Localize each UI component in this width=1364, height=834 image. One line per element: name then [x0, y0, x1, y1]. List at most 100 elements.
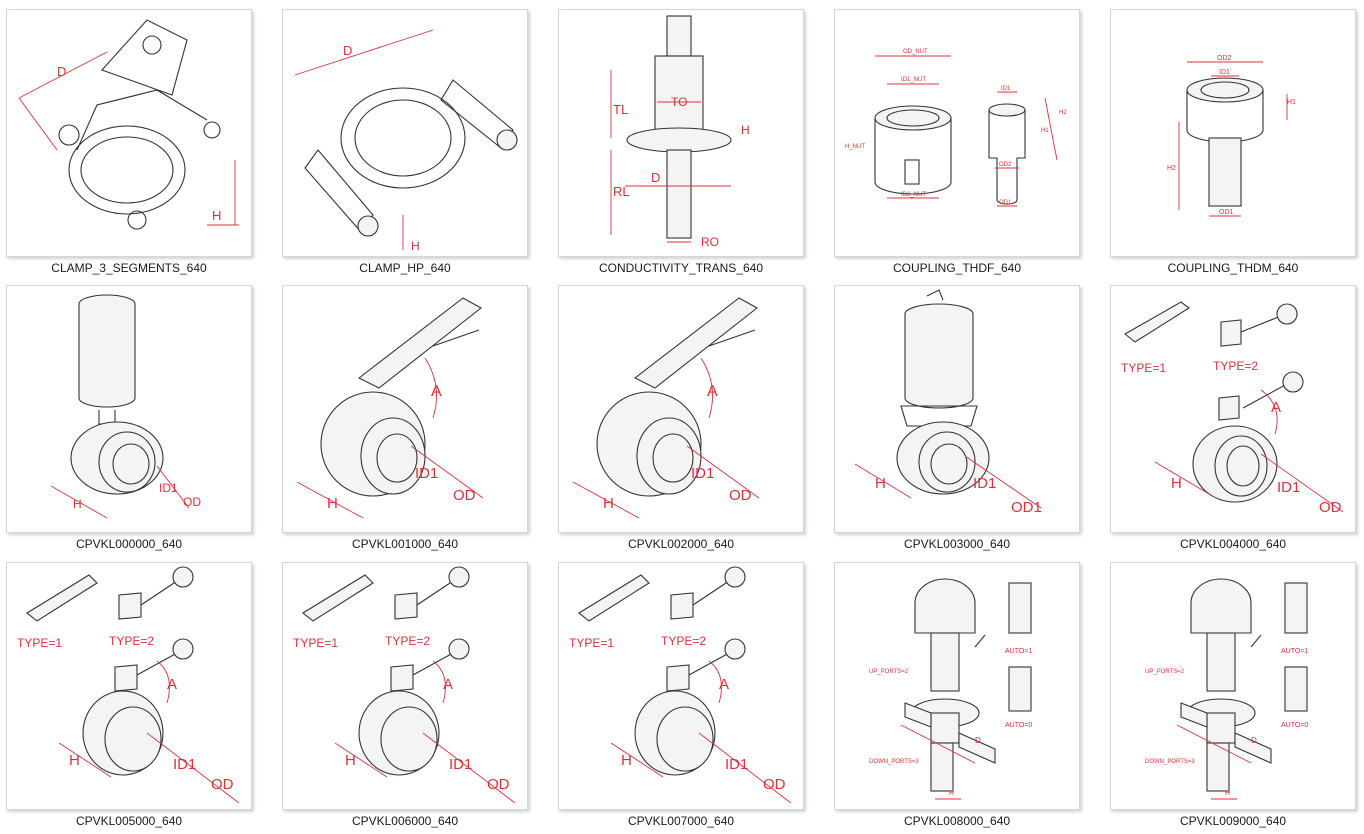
- chart-label: TYPE=2: [661, 634, 706, 648]
- chart-label: AUTO=1: [1281, 648, 1308, 655]
- chart-label: A: [167, 676, 177, 693]
- thumbnail-image[interactable]: A H ID1 OD: [558, 285, 804, 533]
- chart-label: D: [1251, 736, 1257, 745]
- coupling-thdf-drawing: [874, 55, 1058, 207]
- chart-label: TO: [671, 95, 687, 109]
- chart-label: A: [1271, 399, 1281, 416]
- chart-label: OD: [487, 776, 510, 793]
- file-name: CONDUCTIVITY_TRANS_640: [598, 261, 764, 275]
- file-tile[interactable]: TO TL H D RL RO CONDUCTIVITY_TRANS_640: [554, 3, 830, 279]
- file-name: COUPLING_THDF_640: [892, 261, 1022, 275]
- file-tile[interactable]: D H CLAMP_HP_640: [278, 3, 554, 279]
- file-tile[interactable]: H ID1 OD1 CPVKL003000_640: [830, 279, 1106, 555]
- chart-label: AUTO=1: [1005, 648, 1032, 655]
- file-name: CPVKL007000_640: [627, 814, 735, 828]
- chart-label: H: [345, 752, 356, 769]
- chart-label: AUTO=0: [1005, 722, 1032, 729]
- thumbnail-image[interactable]: TYPE=1 TYPE=2 A H ID1 OD: [1110, 285, 1356, 533]
- thumbnail-image[interactable]: H ID1 OD1: [834, 285, 1080, 533]
- file-tile[interactable]: TYPE=1 TYPE=2 A H ID1 OD CPVKL005000_640: [2, 556, 278, 832]
- chart-label: H: [603, 495, 614, 512]
- chart-label: H: [212, 208, 221, 223]
- valve-options-drawing: [302, 566, 516, 804]
- chart-label: ID1: [1001, 86, 1011, 92]
- file-tile[interactable]: TYPE=1 TYPE=2 A H ID1 OD CPVKL006000_640: [278, 556, 554, 832]
- chart-label: H_NUT: [845, 144, 865, 150]
- chart-label: UP_PORTS=2: [1145, 669, 1185, 675]
- file-tile[interactable]: A H ID1 OD CPVKL002000_640: [554, 279, 830, 555]
- chart-label: DOWN_PORTS=3: [869, 759, 919, 765]
- file-tile[interactable]: OD_NUT ID1_NUT H_NUT ID2_NUT ID1 H2 H1 O…: [830, 3, 1106, 279]
- thumbnail-image[interactable]: TYPE=1 TYPE=2 A H ID1 OD: [6, 562, 252, 810]
- valve-options-drawing: [1124, 301, 1344, 513]
- chart-label: OD: [183, 495, 201, 509]
- mixproof-valve-drawing: [1176, 578, 1308, 800]
- clamp-drawing: [18, 19, 239, 230]
- chart-label: D: [57, 64, 66, 79]
- chart-label: H: [1171, 475, 1182, 492]
- chart-label: OD: [729, 487, 752, 504]
- file-name: CLAMP_3_SEGMENTS_640: [51, 261, 207, 275]
- file-tile[interactable]: D H CLAMP_3_SEGMENTS_640: [2, 3, 278, 279]
- chart-label: ID1: [173, 756, 196, 773]
- chart-label: TL: [613, 102, 628, 117]
- chart-label: OD1: [999, 200, 1012, 206]
- thumbnail-image[interactable]: TYPE=1 TYPE=2 A H ID1 OD: [558, 562, 804, 810]
- file-tile[interactable]: AUTO=1 UP_PORTS=2 AUTO=0 D DOWN_PORTS=3 …: [830, 556, 1106, 832]
- chart-label: DOWN_PORTS=3: [1145, 759, 1195, 765]
- chart-label: H: [621, 752, 632, 769]
- chart-label: D: [343, 43, 352, 58]
- chart-label: H1: [1287, 99, 1296, 106]
- chart-label: A: [719, 676, 729, 693]
- file-name: CPVKL000000_640: [75, 537, 183, 551]
- chart-label: ID1: [415, 465, 438, 482]
- thumbnail-image[interactable]: D H: [282, 9, 528, 257]
- thumbnail-image[interactable]: TYPE=1 TYPE=2 A H ID1 OD: [282, 562, 528, 810]
- chart-label: D: [975, 736, 981, 745]
- valve-actuated-drawing: [50, 294, 190, 519]
- chart-label: AUTO=0: [1281, 722, 1308, 729]
- chart-label: H: [949, 790, 954, 797]
- chart-label: H: [73, 497, 82, 511]
- thumbnail-image[interactable]: OD2 ID1 H1 H2 OD1: [1110, 9, 1356, 257]
- file-tile[interactable]: AUTO=1 UP_PORTS=2 AUTO=0 D DOWN_PORTS=3 …: [1106, 556, 1364, 832]
- thumbnail-image[interactable]: TO TL H D RL RO: [558, 9, 804, 257]
- chart-label: OD1: [1011, 499, 1042, 516]
- chart-label: A: [707, 383, 718, 400]
- conductivity-drawing: [610, 15, 732, 243]
- file-tile[interactable]: OD2 ID1 H1 H2 OD1 COUPLING_THDM_640: [1106, 3, 1364, 279]
- valve-actuated-drawing: [854, 289, 1042, 509]
- file-tile[interactable]: TYPE=1 TYPE=2 A H ID1 OD CPVKL007000_640: [554, 556, 830, 832]
- chart-label: H: [1225, 790, 1230, 797]
- file-name: CLAMP_HP_640: [359, 261, 451, 275]
- thumbnail-image[interactable]: OD_NUT ID1_NUT H_NUT ID2_NUT ID1 H2 H1 O…: [834, 9, 1080, 257]
- chart-label: OD1: [1219, 209, 1234, 216]
- chart-label: TYPE=1: [569, 636, 614, 650]
- chart-label: OD: [1319, 499, 1342, 516]
- chart-label: TYPE=1: [293, 636, 338, 650]
- chart-label: TYPE=1: [1121, 361, 1166, 375]
- thumbnail-image[interactable]: D H: [6, 9, 252, 257]
- clamp-hp-drawing: [294, 29, 518, 250]
- chart-label: D: [651, 170, 660, 185]
- coupling-thdm-drawing: [1178, 61, 1288, 217]
- file-name: CPVKL008000_640: [903, 814, 1011, 828]
- chart-label: H: [411, 239, 420, 253]
- thumbnail-image[interactable]: H ID1 OD: [6, 285, 252, 533]
- file-name: CPVKL005000_640: [75, 814, 183, 828]
- chart-label: ID1: [725, 756, 748, 773]
- file-tile[interactable]: TYPE=1 TYPE=2 A H ID1 OD CPVKL004000_640: [1106, 279, 1364, 555]
- chart-label: H: [327, 495, 338, 512]
- file-tile[interactable]: A H ID1 OD CPVKL001000_640: [278, 279, 554, 555]
- chart-label: OD: [763, 776, 786, 793]
- file-tile[interactable]: H ID1 OD CPVKL000000_640: [2, 279, 278, 555]
- chart-label: RL: [613, 184, 630, 199]
- thumbnail-image[interactable]: A H ID1 OD: [282, 285, 528, 533]
- thumbnail-image[interactable]: AUTO=1 UP_PORTS=2 AUTO=0 D DOWN_PORTS=3 …: [1110, 562, 1356, 810]
- valve-lever-drawing: [296, 297, 484, 519]
- chart-label: ID1: [691, 465, 714, 482]
- valve-options-drawing: [26, 566, 240, 804]
- chart-label: ID1: [159, 481, 178, 495]
- thumbnail-image[interactable]: AUTO=1 UP_PORTS=2 AUTO=0 D DOWN_PORTS=3 …: [834, 562, 1080, 810]
